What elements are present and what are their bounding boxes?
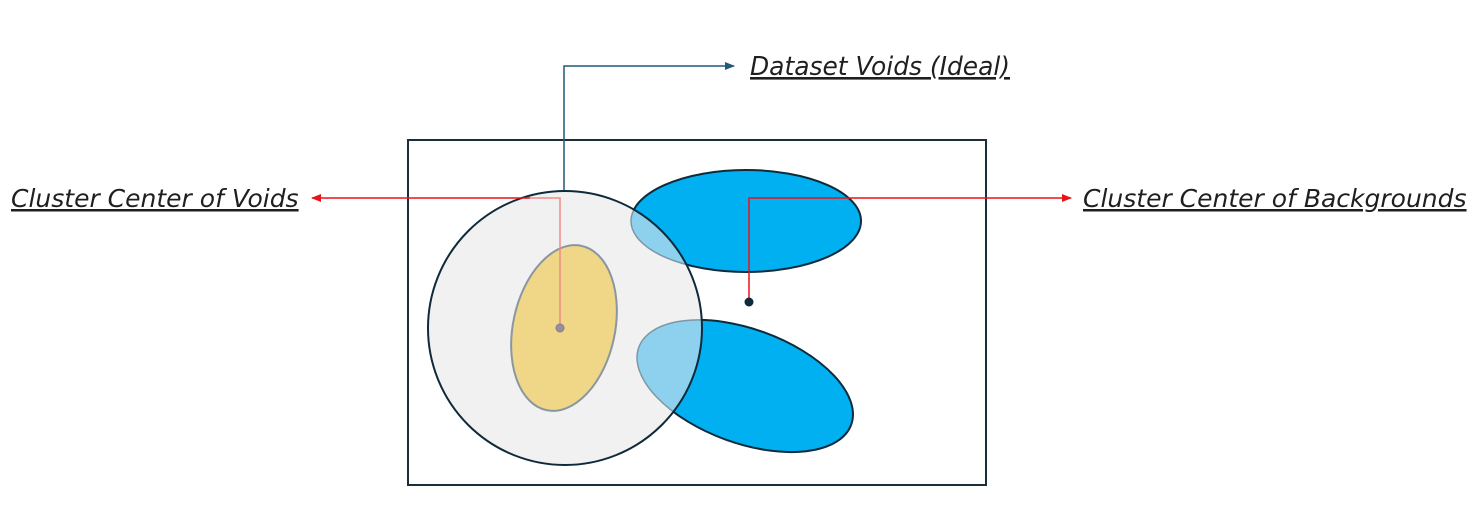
embedding-space-frame — [407, 139, 987, 486]
dataset-voids-label: Dataset Voids (Ideal) — [750, 52, 1010, 82]
void-center-dot — [555, 323, 565, 333]
background-center-dot — [744, 297, 754, 307]
backgrounds-center-label: Cluster Center of Backgrounds — [1083, 184, 1467, 213]
dataset-voids-leader-line — [563, 62, 735, 190]
void-center-leader-inner — [530, 197, 561, 328]
dataset-voids-circle-outline — [427, 190, 703, 466]
background-center-leader-line — [748, 194, 1072, 300]
voids-center-label: Cluster Center of Voids — [11, 184, 299, 213]
